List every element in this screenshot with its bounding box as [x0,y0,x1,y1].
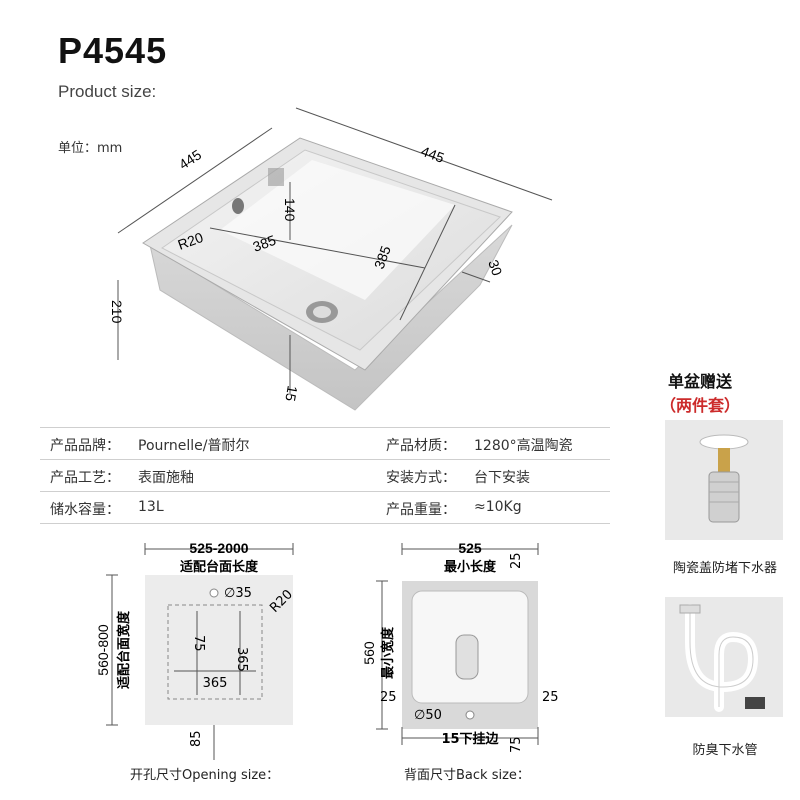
back-width: 525 [458,540,482,556]
back-hole: ∅50 [414,708,442,723]
dim-inner-left: 385 [251,232,279,255]
opening-d75: 75 [191,635,206,652]
spec-table: 产品品牌： Pournelle/普耐尔 产品材质： 1280°高温陶瓷 产品工艺… [40,427,610,524]
back-left-margin: 25 [380,690,397,705]
spec-label: 储水容量： [50,502,120,518]
gift-item-drain [665,420,783,540]
dim-outer-right: 445 [419,143,447,166]
opening-caption: 开孔尺寸Opening size： [130,768,280,783]
opening-side-range: 560-800 [95,624,111,676]
cutout-outline [167,604,263,700]
gift-title: 单盆赠送 [667,372,732,391]
back-depth: 560 [361,641,377,665]
gift-subtitle: （两件套） [659,396,740,415]
countertop-area [145,575,293,725]
spec-value: 1280°高温陶瓷 [474,438,573,454]
dim-bottom: 15 [282,384,300,402]
spec-label: 产品材质： [386,438,456,454]
opening-hole: ∅35 [224,586,252,601]
dim-rim: 30 [485,258,505,278]
sink-body-side [149,224,513,411]
spec-value: 13L [138,499,164,515]
spec-value: Pournelle/普耐尔 [138,438,250,454]
back-overflow [455,634,479,680]
spec-row: 产品工艺： 表面施釉 安装方式： 台下安装 [40,460,610,492]
spec-value: 台下安装 [474,470,530,486]
overflow-hole [232,198,244,214]
opening-top-label: 适配台面长度 [180,559,259,575]
dim-inner-right: 385 [371,243,394,271]
back-width-label: 最小长度 [444,559,497,575]
sink-illustration: 445 445 210 140 R20 385 385 30 15 [109,107,553,411]
opening-d365v: 365 [234,647,249,672]
spec-row: 产品品牌： Pournelle/普耐尔 产品材质： 1280°高温陶瓷 [40,427,610,460]
back-hang: 15下挂边 [441,731,499,747]
gift-label-pipe: 防臭下水管 [692,743,758,758]
back-diagram: 525 最小长度 25 560 最小宽度 25 25 ∅50 15下挂边 75 [361,540,559,753]
back-depth-label: 最小宽度 [380,626,396,679]
opening-d85: 85 [189,730,204,747]
spec-row: 储水容量： 13L 产品重量： ≈10Kg [40,492,610,524]
opening-d365h: 365 [203,676,228,691]
dim-height: 210 [109,300,125,324]
back-top-margin: 25 [509,552,524,569]
opening-side-label: 适配台面宽度 [116,610,132,689]
opening-diagram: 525-2000 适配台面长度 560-800 适配台面宽度 ∅35 R20 7… [95,540,296,760]
opening-top-range: 525-2000 [189,540,248,556]
s-trap-pipe-icon [679,604,765,712]
unit-label: 单位：mm [58,141,123,156]
drain-plug-icon [699,434,749,523]
model-title: P4545 [58,30,168,71]
dim-inner-depth: 140 [282,198,298,222]
back-drain-hole [465,710,475,720]
spec-value: ≈10Kg [474,499,522,515]
faucet-hole [209,588,219,598]
gift-label-drain: 陶瓷盖防堵下水器 [672,561,777,576]
spec-label: 安装方式： [386,470,456,486]
spec-value: 表面施釉 [138,470,194,486]
back-right-margin: 25 [542,690,559,705]
product-size-label: Product size: [58,82,157,101]
back-caption: 背面尺寸Back size： [404,768,530,783]
dim-outer-left: 445 [176,146,204,172]
gift-item-pipe [665,597,783,717]
back-bottom-margin: 75 [509,736,524,753]
spec-label: 产品工艺： [50,470,120,486]
spec-label: 产品重量： [386,502,456,518]
spec-label: 产品品牌： [50,438,120,454]
